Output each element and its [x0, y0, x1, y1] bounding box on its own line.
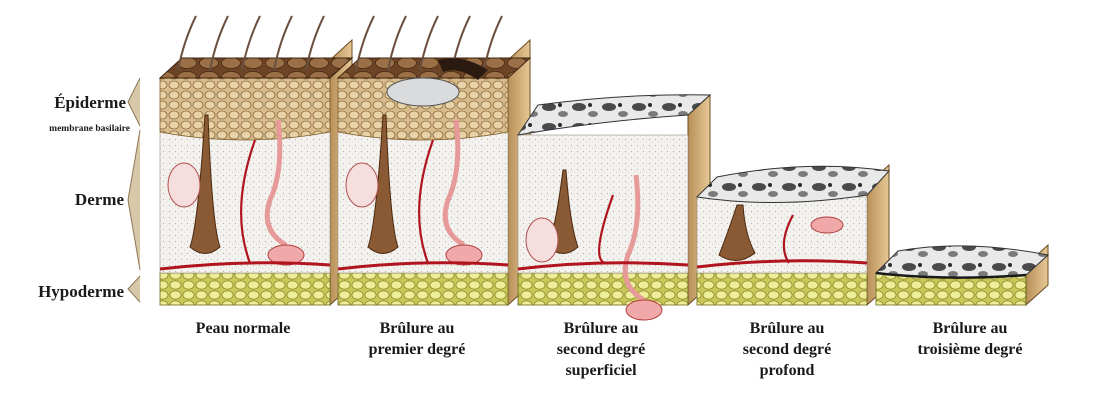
block-second-deep [697, 165, 889, 305]
hypodermis-label: Hypoderme [8, 282, 124, 302]
charred-surface [876, 246, 1048, 278]
sebaceous-gland [526, 218, 558, 262]
epidermis-layer [160, 78, 330, 140]
sweat-gland [811, 217, 843, 233]
block-normal-skin [160, 16, 352, 305]
layer-brackets [128, 78, 140, 302]
sebaceous-gland [168, 163, 200, 207]
caption-first-degree: Brûlure au premier degré [342, 318, 492, 360]
fat-layer [518, 273, 688, 305]
caption-normal-skin: Peau normale [168, 318, 318, 339]
fat-layer [338, 273, 508, 305]
fat-layer [697, 273, 867, 305]
blister [387, 78, 459, 106]
skin-surface [338, 58, 530, 78]
hypodermis-bracket [128, 276, 140, 302]
skin-surface [160, 58, 352, 78]
caption-second-degree-superficial: Brûlure au second degré superficiel [526, 318, 676, 381]
block-second-superficial [518, 95, 710, 320]
sebaceous-gland [346, 163, 378, 207]
dermis-bracket [128, 130, 140, 270]
block-third-degree [876, 245, 1048, 305]
basement-membrane-label: membrane basilaire [14, 124, 130, 134]
charred-surface [518, 95, 710, 135]
epidermis-bracket [128, 78, 140, 126]
sweat-gland [626, 300, 662, 320]
caption-third-degree: Brûlure au troisième degré [895, 318, 1045, 360]
block-first-degree [338, 16, 530, 305]
caption-second-degree-deep: Brûlure au second degré profond [712, 318, 862, 381]
epidermis-label: Épiderme [18, 93, 126, 113]
dermis-label: Derme [18, 190, 124, 210]
fat-layer [160, 273, 330, 305]
